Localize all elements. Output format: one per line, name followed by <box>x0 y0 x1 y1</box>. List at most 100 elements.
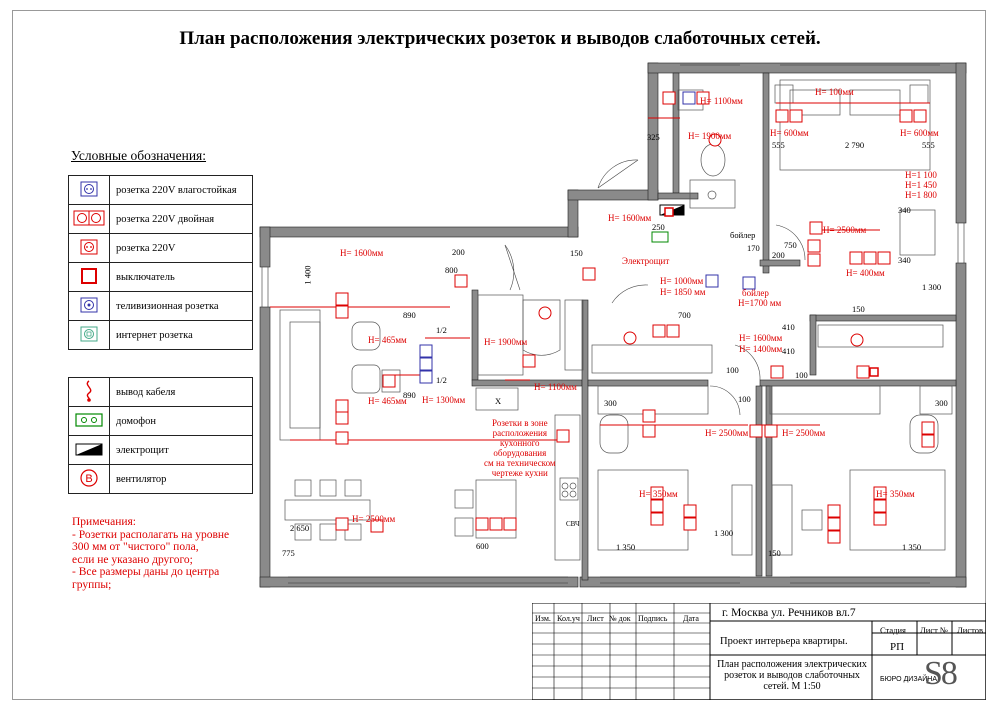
legend-label: выключатель <box>109 262 253 292</box>
dimension-label: 100 <box>726 365 739 375</box>
notes-line: группы; <box>72 578 112 591</box>
stamp-sheets-header: Листов <box>957 625 983 635</box>
height-label: H= 1600мм <box>608 213 652 223</box>
stamp-sheet-header: Лист № <box>920 625 949 635</box>
windows <box>261 64 965 584</box>
dimension-label: 555 <box>772 140 785 150</box>
dimension-label: 100 <box>738 394 751 404</box>
notes: Примечания: - Розетки располагать на уро… <box>72 516 272 591</box>
height-label: H= 1600мм <box>739 333 783 343</box>
legend-row: B вентилятор <box>68 464 253 494</box>
dimension-label: 1/2 <box>436 375 447 385</box>
switch-icon <box>68 262 110 292</box>
stamp-header: Дата <box>683 614 699 623</box>
height-label: H= 465мм <box>368 335 407 345</box>
height-label: H= 2500мм <box>782 428 826 438</box>
legend-row: интернет розетка <box>68 320 253 350</box>
dimension-label: 100 <box>795 370 808 380</box>
intercom-icon <box>68 406 110 436</box>
stamp-project: Проект интерьера квартиры. <box>720 636 848 647</box>
bureau-name: БЮРО ДИЗАЙНА <box>880 676 937 683</box>
dimension-label: 1 300 <box>922 282 942 292</box>
internet-socket-icon <box>68 320 110 350</box>
height-label: H= 1600мм <box>340 248 384 258</box>
height-label: H= 1400мм <box>739 344 783 354</box>
dimension-label: 555 <box>922 140 935 150</box>
dimension-label: 170 <box>747 243 760 253</box>
dimension-label: 300 <box>935 398 948 408</box>
bureau-logo: S8 <box>924 655 958 692</box>
dimension-label: 700 <box>678 310 691 320</box>
stamp-header: Изм. <box>535 614 551 623</box>
fans <box>538 133 864 347</box>
legend-table-top: розетка 220V влагостойкая розетка 220V д… <box>68 175 253 350</box>
svg-text:B: B <box>85 473 92 485</box>
height-label: H= 2500мм <box>705 428 749 438</box>
dimension-label: 340 <box>898 255 911 265</box>
height-label: H= 1900мм <box>688 131 732 141</box>
stamp-header: Лист <box>587 614 604 623</box>
dimension-label: 890 <box>403 310 416 320</box>
height-label: H= 465мм <box>368 396 407 406</box>
height-label: H= 400мм <box>846 268 885 278</box>
microwave-label: СВЧ <box>566 520 580 528</box>
dimension-label: 1 350 <box>616 542 636 552</box>
dimension-label: 410 <box>782 346 795 356</box>
switches <box>664 207 879 377</box>
height-label: H= 350мм <box>876 489 915 499</box>
dimension-label: 200 <box>772 250 785 260</box>
dimension-label: 150 <box>852 304 865 314</box>
notes-line: если не указано другого; <box>72 553 193 566</box>
dimension-label: 775 <box>282 548 295 558</box>
legend-label: розетка 220V <box>109 233 253 263</box>
panel-label: Электрощит <box>622 256 670 266</box>
notes-line: - Розетки располагать на уровне <box>72 528 230 541</box>
dimension-label: 340 <box>898 205 911 215</box>
notes-line: 300 мм от "чистого" пола, <box>72 541 199 553</box>
dimension-label: 150 <box>768 548 781 558</box>
height-label: H= 1100мм <box>534 382 577 392</box>
legend-label: вентилятор <box>109 464 253 494</box>
height-label: H=1 800 <box>905 190 937 200</box>
legend-label: розетка 220V двойная <box>109 204 253 234</box>
height-label: H= 600мм <box>900 128 939 138</box>
floor-plan <box>259 62 967 588</box>
stamp-stage-value: РП <box>890 641 905 653</box>
notes-line: - Все размеры даны до центра <box>72 566 220 578</box>
height-label: H= 1300мм <box>422 395 466 405</box>
notes-heading: Примечания: <box>72 516 136 528</box>
dimension-label: 1 400 <box>302 265 313 285</box>
height-label: H= 350мм <box>639 489 678 499</box>
legend-row: домофон <box>68 406 253 436</box>
dimension-label: 300 <box>604 398 617 408</box>
title-block <box>532 603 986 700</box>
dimension-label: 150 <box>570 248 583 258</box>
dimension-label: 800 <box>445 265 458 275</box>
height-label: H=1700 мм <box>738 298 782 308</box>
height-label: H=1 100 <box>905 170 937 180</box>
boiler-label: бойлер <box>730 230 756 240</box>
tv-socket-icon <box>68 291 110 321</box>
height-label: H= 1100мм <box>700 96 743 106</box>
height-label: H= 1000мм <box>660 276 704 286</box>
legend-label: электрощит <box>109 435 253 465</box>
legend-row: выключатель <box>68 262 253 292</box>
outer-walls <box>259 62 967 588</box>
dimension-label: 1 350 <box>902 542 922 552</box>
dimension-label: 2 650 <box>290 523 310 533</box>
dimension-label: 2 790 <box>845 140 865 150</box>
stamp-header: Кол.уч <box>557 614 580 623</box>
legend-label: интернет розетка <box>109 320 253 350</box>
stamp-header: Подпись <box>638 614 668 623</box>
x-label: X <box>495 396 502 406</box>
legend-row: электрощит <box>68 435 253 465</box>
legend-heading: Условные обозначения: <box>71 148 207 163</box>
stamp-header: № док <box>609 614 631 623</box>
dimension-label: 890 <box>403 390 416 400</box>
dimension-label: 410 <box>782 322 795 332</box>
sockets <box>335 91 935 544</box>
height-label: H= 2500мм <box>352 514 396 524</box>
fan-icon: B <box>68 464 110 494</box>
